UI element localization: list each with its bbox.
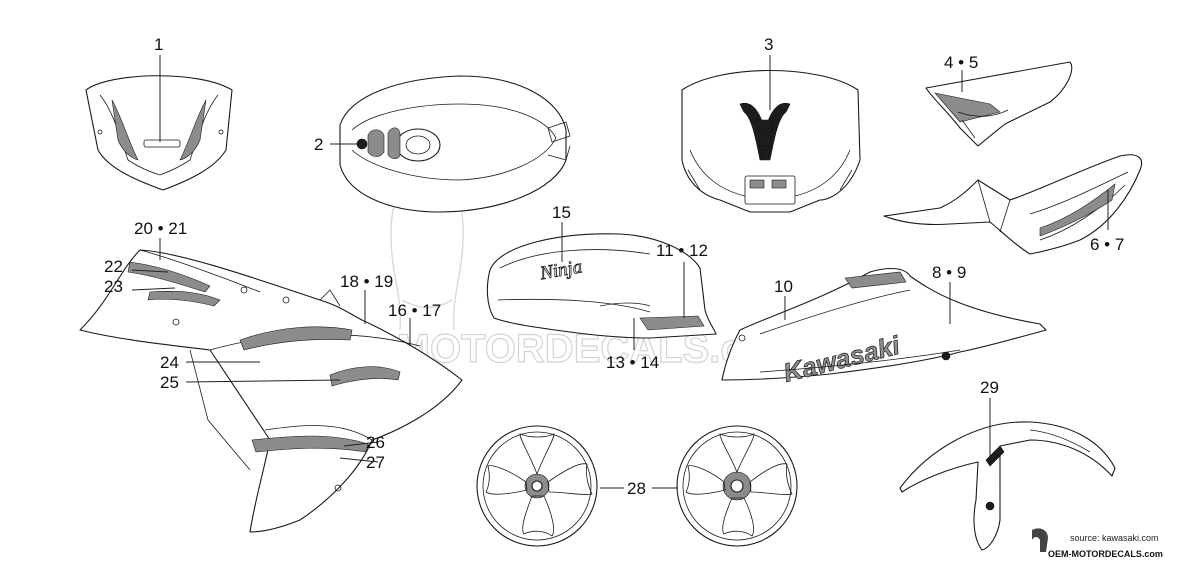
callout-23: 23	[104, 277, 123, 296]
site-text: OEM-MOTORDECALS.com	[1048, 549, 1163, 559]
part-lower-fairing: Kawasaki	[721, 267, 1047, 388]
callout-28: 28	[627, 479, 646, 498]
callout-20-21: 20 • 21	[134, 219, 187, 238]
callout-1: 1	[154, 35, 163, 54]
callout-13-14: 13 • 14	[606, 353, 659, 372]
callout-25: 25	[160, 373, 179, 392]
callout-6-7: 6 • 7	[1090, 235, 1124, 254]
callout-15: 15	[552, 203, 571, 222]
part-wheel-rear	[676, 425, 798, 547]
callout-24: 24	[160, 353, 179, 372]
callout-29: 29	[980, 378, 999, 397]
callout-4-5: 4 • 5	[944, 53, 978, 72]
callout-16-17: 16 • 17	[388, 301, 441, 320]
rider-logo-icon	[1032, 528, 1048, 552]
source-credit: source: kawasaki.com OEM-MOTORDECALS.com	[1032, 528, 1163, 559]
callout-22: 22	[104, 257, 123, 276]
part-fuel-tank: Ninja	[486, 233, 717, 339]
part-windscreen	[85, 75, 233, 191]
callout-18-19: 18 • 19	[340, 272, 393, 291]
callout-8-9: 8 • 9	[932, 263, 966, 282]
callout-27: 27	[366, 453, 385, 472]
watermark-rider-icon	[390, 155, 464, 331]
source-text: source: kawasaki.com	[1070, 533, 1159, 543]
part-wheel-front	[476, 425, 598, 547]
part-tank-cover	[339, 75, 571, 213]
part-tail-cover	[883, 154, 1143, 255]
callout-11-12: 11 • 12	[656, 241, 708, 260]
callout-26: 26	[366, 433, 385, 452]
callout-2: 2	[314, 135, 323, 154]
callout-3: 3	[764, 35, 773, 54]
part-side-cover-small	[925, 61, 1073, 147]
part-left-fairing	[79, 249, 463, 533]
part-front-fender	[899, 421, 1116, 551]
callout-10: 10	[774, 277, 793, 296]
part-front-cowl	[681, 69, 861, 213]
